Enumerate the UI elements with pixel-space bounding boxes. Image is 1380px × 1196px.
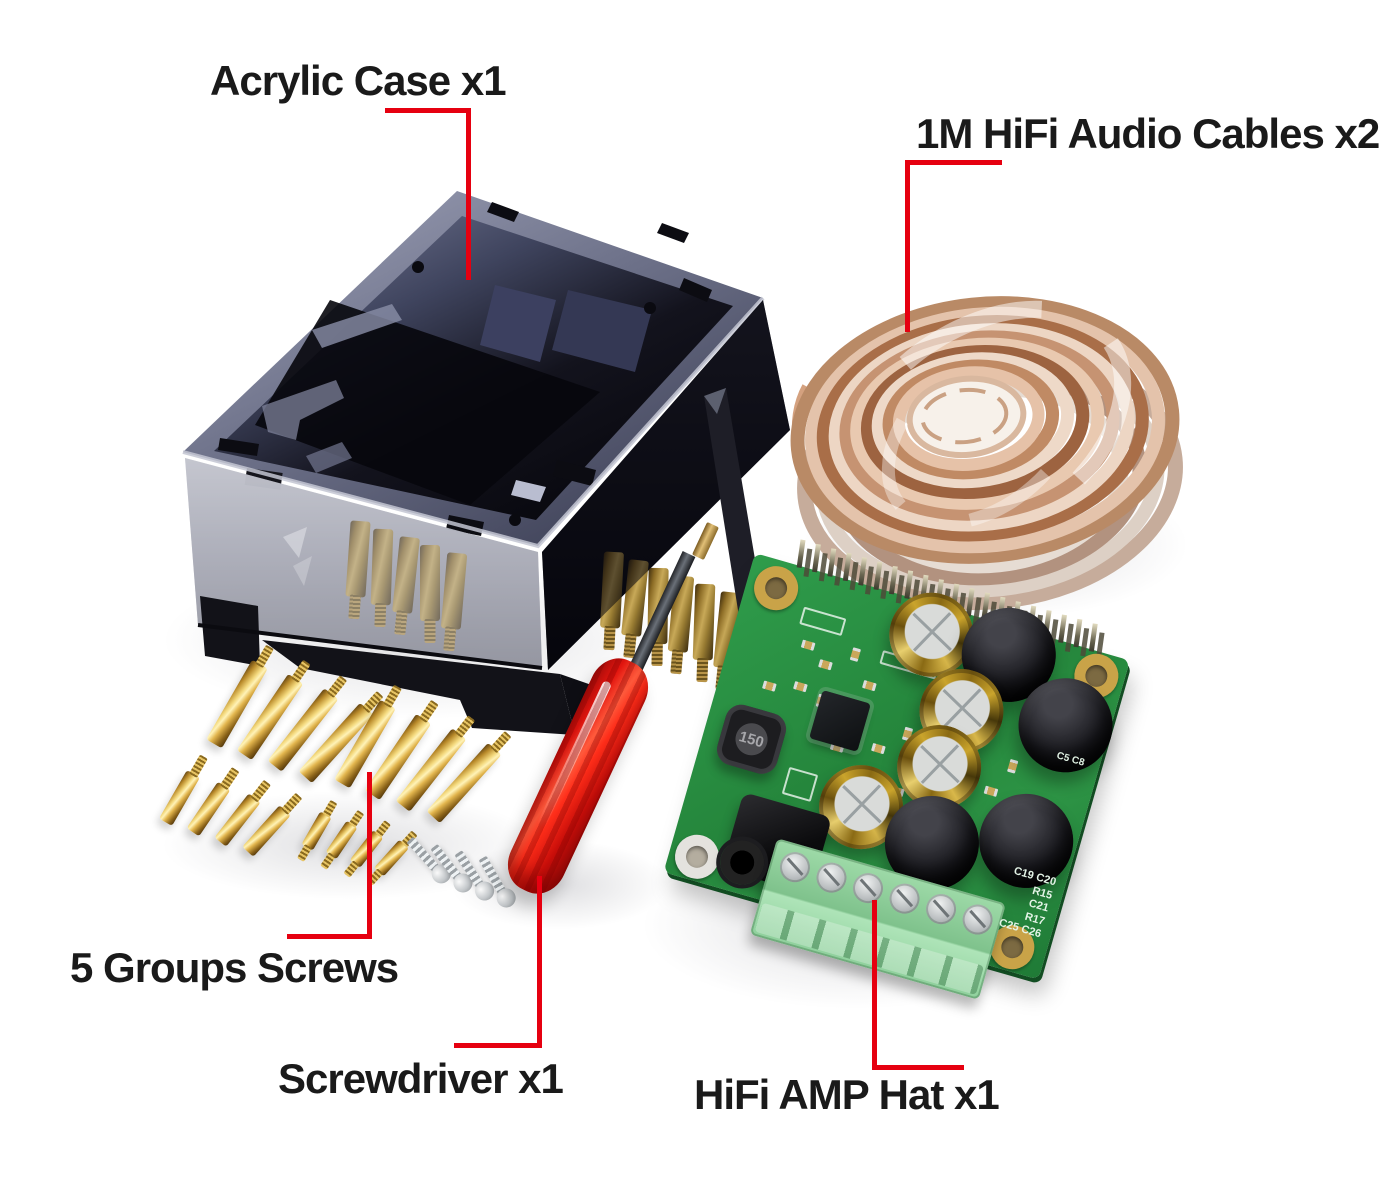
- standoff: [373, 839, 410, 877]
- leader-amp-hat-h: [872, 1065, 964, 1070]
- terminal-screw: [849, 869, 887, 907]
- pin: [827, 548, 837, 577]
- leader-acrylic-case-h: [385, 108, 471, 113]
- leader-screwdriver-v: [537, 876, 542, 1048]
- label-screws-groups: 5 Groups Screws: [70, 944, 399, 991]
- leader-screws-v: [367, 772, 372, 939]
- case-interior-standoffs-left: [345, 515, 488, 645]
- inductor: 150: [713, 700, 790, 778]
- label-acrylic-case: Acrylic Case x1: [210, 57, 507, 104]
- mount-hole: [748, 560, 804, 616]
- leader-audio-cables-v: [905, 160, 910, 332]
- label-audio-cables: 1M HiFi Audio Cables x2: [916, 110, 1380, 157]
- case-foot: [262, 640, 575, 735]
- label-screwdriver: Screwdriver x1: [278, 1055, 564, 1102]
- pin: [812, 543, 821, 573]
- pin: [858, 557, 868, 586]
- leader-audio-cables-h: [905, 160, 1002, 165]
- pin: [873, 561, 883, 590]
- inductor-label: 150: [737, 727, 766, 751]
- label-amp-hat: HiFi AMP Hat x1: [694, 1071, 1000, 1118]
- pin: [842, 552, 852, 582]
- mount-hole: [669, 829, 725, 884]
- leader-acrylic-case-v: [466, 108, 471, 280]
- terminal-screw: [776, 848, 814, 886]
- standoff: [420, 545, 440, 621]
- pin: [1073, 618, 1083, 648]
- terminal-screw: [885, 880, 924, 918]
- pin: [904, 570, 914, 599]
- pin: [888, 565, 898, 595]
- leader-screwdriver-h: [454, 1043, 542, 1048]
- leader-screws-h: [287, 934, 372, 939]
- pin: [1058, 614, 1067, 643]
- leader-amp-hat-v: [872, 900, 877, 1070]
- standoff: [325, 820, 358, 860]
- cable-coil-rings: [790, 296, 1183, 611]
- terminal-screw: [812, 859, 851, 897]
